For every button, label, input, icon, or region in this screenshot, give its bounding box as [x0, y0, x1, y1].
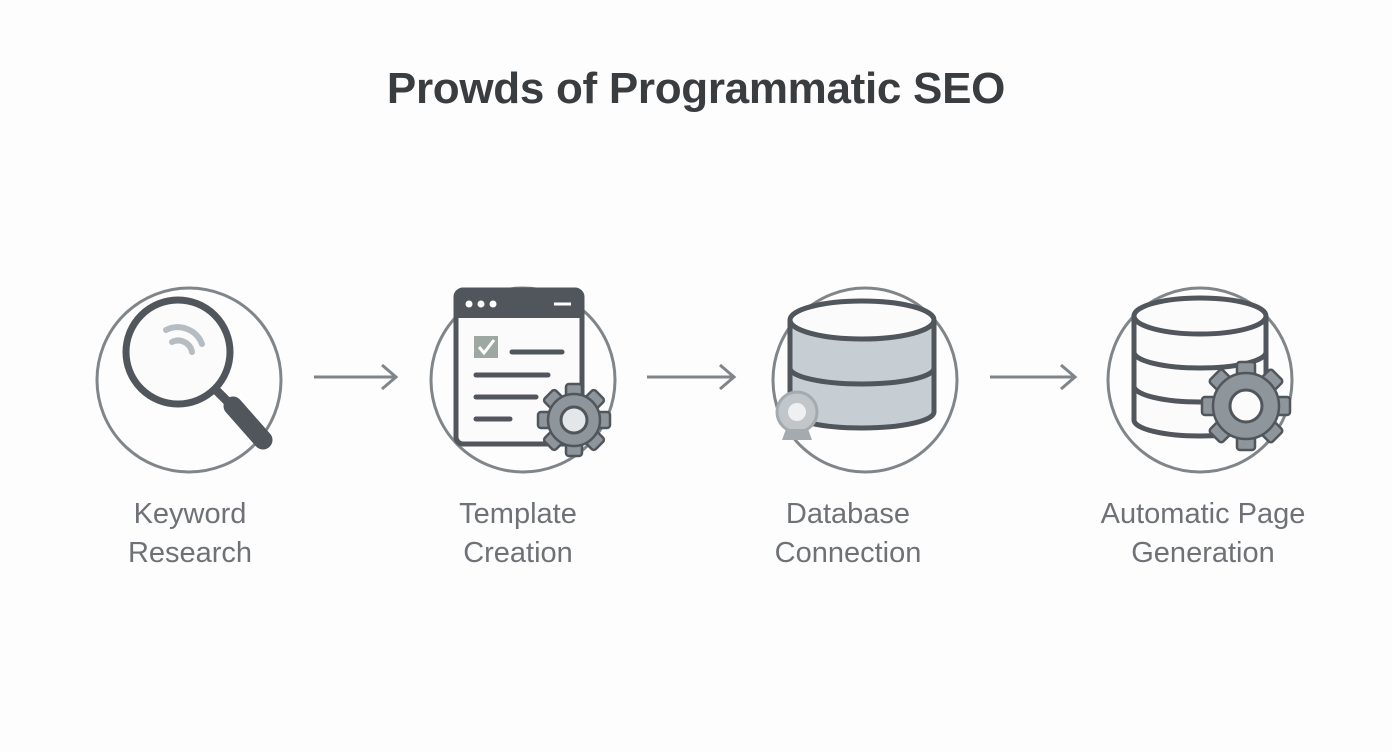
step-label-line: Connection — [774, 537, 922, 569]
step-label-database-connection: Database Connection — [718, 495, 978, 573]
arrow-icon — [314, 363, 399, 391]
arrow-icon — [647, 363, 737, 391]
step-label-template-creation: Template Creation — [388, 495, 648, 573]
connector-icon — [775, 390, 819, 440]
step-label-line: Keyword — [133, 498, 247, 530]
magnifier-icon — [95, 286, 283, 474]
step-label-line: Automatic Page — [1100, 498, 1306, 530]
step-label-line: Generation — [1131, 537, 1275, 569]
step-label-automatic-page-generation: Automatic Page Generation — [1073, 495, 1333, 573]
diagram-title: Prowds of Programmatic SEO — [386, 64, 1006, 113]
step-label-keyword-research: Keyword Research — [60, 495, 320, 573]
step-label-line: Creation — [463, 537, 573, 569]
database-gear-icon — [1106, 286, 1294, 474]
template-gear-icon — [429, 286, 617, 474]
arrow-icon — [990, 363, 1078, 391]
step-label-line: Database — [785, 498, 911, 530]
step-label-line: Template — [459, 498, 577, 530]
database-icon — [771, 286, 959, 474]
step-label-line: Research — [127, 537, 253, 569]
